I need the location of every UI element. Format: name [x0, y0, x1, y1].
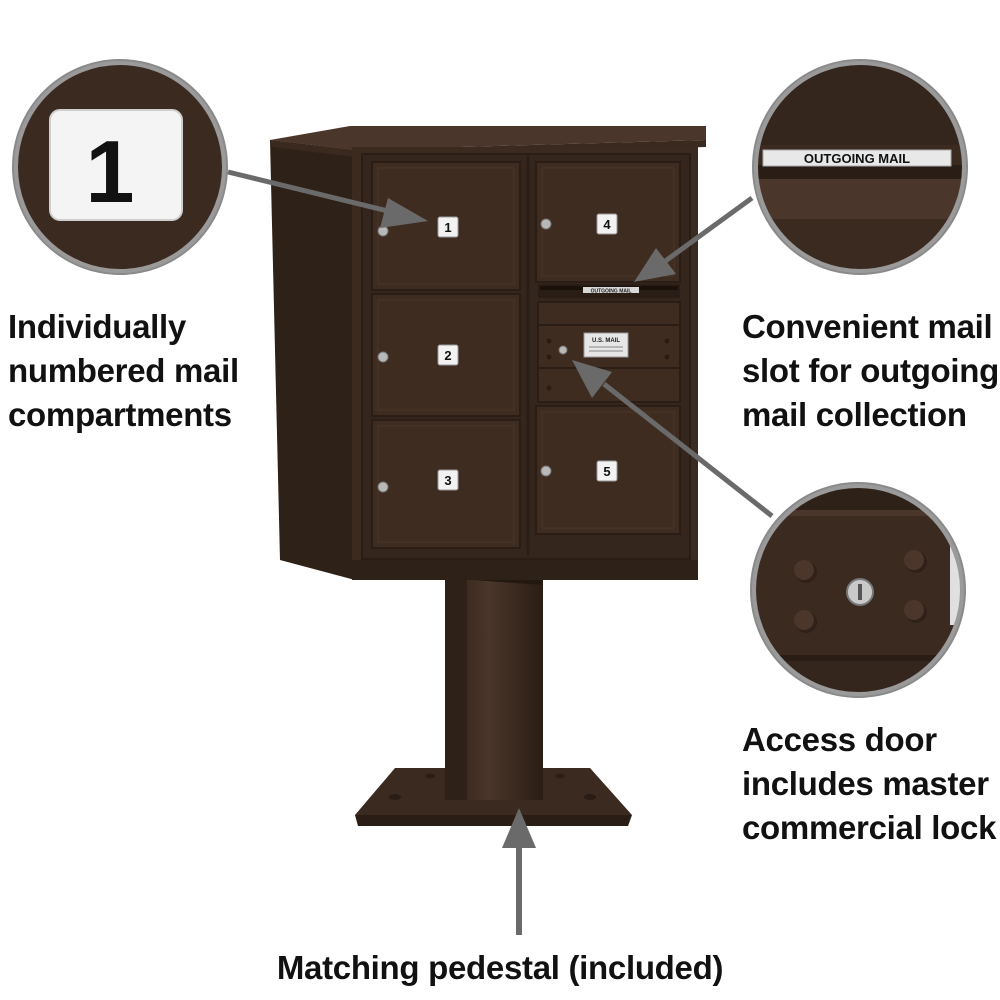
pedestal	[355, 565, 632, 826]
zoom-inset-outgoing-slot: OUTGOING MAIL	[752, 59, 968, 275]
callout-line: Individually	[8, 308, 186, 345]
callout-line: Convenient mail	[742, 308, 993, 345]
usmail-label: U.S. MAIL	[592, 338, 620, 344]
callout-line: Access door	[742, 721, 937, 758]
callout-line: compartments	[8, 396, 232, 433]
compartment-number-3: 3	[444, 473, 451, 488]
slot-label: OUTGOING MAIL	[591, 289, 632, 295]
callout-outgoing-slot: Convenient mail slot for outgoing mail c…	[742, 305, 999, 437]
compartment-number-1: 1	[444, 220, 451, 235]
zoom-number-1: 1	[86, 122, 135, 221]
callout-line: slot for outgoing	[742, 352, 999, 389]
callout-line: includes master	[742, 765, 989, 802]
compartment-number-5: 5	[603, 464, 610, 479]
callout-access-door: Access door includes master commercial l…	[742, 718, 996, 850]
callout-line: mail collection	[742, 396, 967, 433]
zoom-inset-number-plate: 1	[12, 59, 228, 275]
callout-arrows	[227, 169, 774, 935]
callout-line: commercial lock	[742, 809, 997, 846]
compartment-number-plates: 1 2 3 4 5	[437, 213, 618, 491]
zoom-outgoing-label: OUTGOING MAIL	[804, 151, 910, 166]
compartment-number-2: 2	[444, 348, 451, 363]
callout-numbered-compartments: Individually numbered mail compartments	[8, 305, 239, 437]
callout-line: Matching pedestal (included)	[276, 949, 724, 986]
callout-pedestal: Matching pedestal (included)	[0, 946, 1000, 990]
callout-line: numbered mail	[8, 352, 239, 389]
zoom-inset-access-lock	[750, 482, 966, 698]
compartment-number-4: 4	[603, 217, 611, 232]
